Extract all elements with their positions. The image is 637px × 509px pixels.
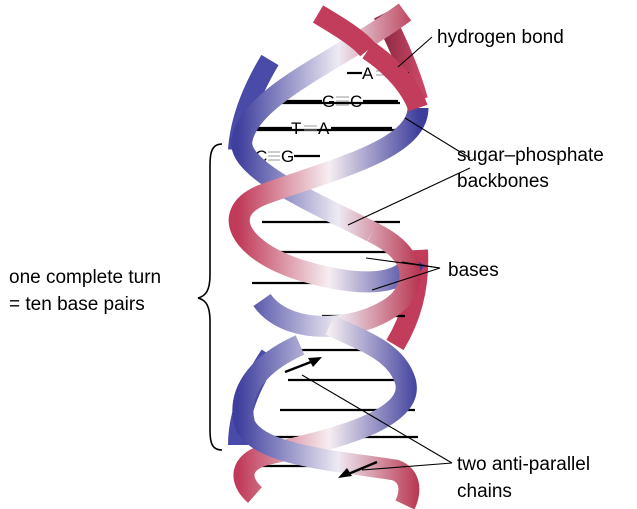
label-bases: bases [448,260,499,281]
label-turn-line1: one complete turn [9,267,161,288]
base-a-2: A [318,119,330,138]
label-backbones-line2: backbones [457,171,549,192]
label-backbones-line1: sugar–phosphate [457,145,604,166]
base-g-1: G [322,92,335,111]
base-a-1: A [362,64,374,83]
base-g-2: G [281,147,294,166]
turn-brace [198,144,222,450]
base-t-2: T [291,119,301,138]
label-hydrogen-bond: hydrogen bond [437,27,564,48]
label-turn-line2: = ten base pairs [9,294,145,315]
label-chains-line1: two anti-parallel [457,454,590,475]
label-chains-line2: chains [457,481,512,502]
base-c-1: C [350,92,362,111]
